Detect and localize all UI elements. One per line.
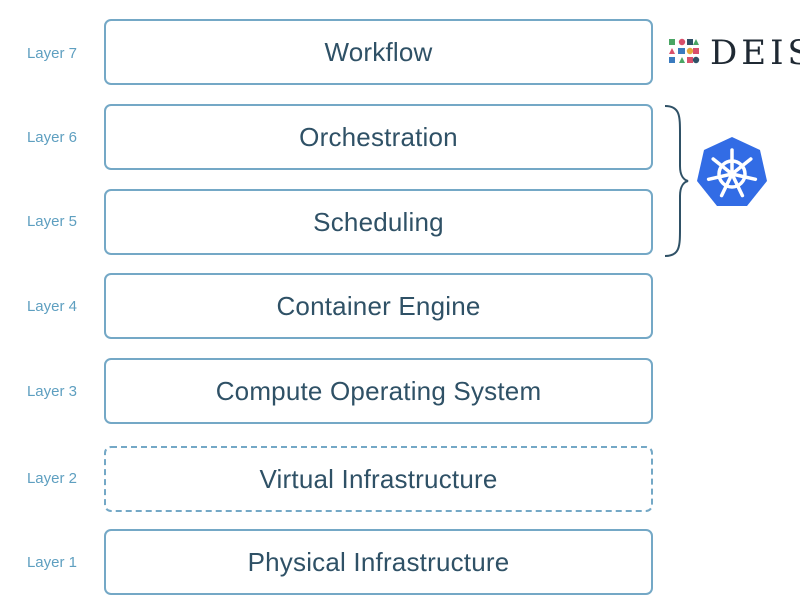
deis-logo-text: DEIS (710, 33, 800, 73)
layer-5-box: Scheduling (104, 189, 653, 255)
layer-3-label: Layer 3 (26, 383, 78, 400)
layer-2-box: Virtual Infrastructure (104, 446, 653, 512)
layer-5-name: Scheduling (313, 206, 444, 237)
layer-6-name: Orchestration (299, 121, 458, 152)
layer-6-box: Orchestration (104, 104, 653, 170)
deis-logo-icon (669, 38, 700, 64)
layer-7-name: Workflow (324, 36, 433, 67)
layer-2-label: Layer 2 (26, 470, 78, 487)
layer-7-label: Layer 7 (26, 45, 78, 62)
layer-3-name: Compute Operating System (215, 375, 542, 406)
layer-2-name: Virtual Infrastructure (259, 463, 498, 494)
brace-icon (664, 105, 689, 257)
layer-6-label: Layer 6 (26, 129, 78, 146)
layer-4-box: Container Engine (104, 273, 653, 339)
layer-1-label: Layer 1 (26, 554, 78, 571)
layer-4-label: Layer 4 (26, 298, 78, 315)
layer-1-name: Physical Infrastructure (247, 546, 510, 577)
layer-3-box: Compute Operating System (104, 358, 653, 424)
layer-7-box: Workflow (104, 19, 653, 85)
layer-1-box: Physical Infrastructure (104, 529, 653, 595)
layer-5-label: Layer 5 (26, 213, 78, 230)
layer-4-name: Container Engine (276, 290, 481, 321)
kubernetes-helm-icon (697, 137, 767, 206)
